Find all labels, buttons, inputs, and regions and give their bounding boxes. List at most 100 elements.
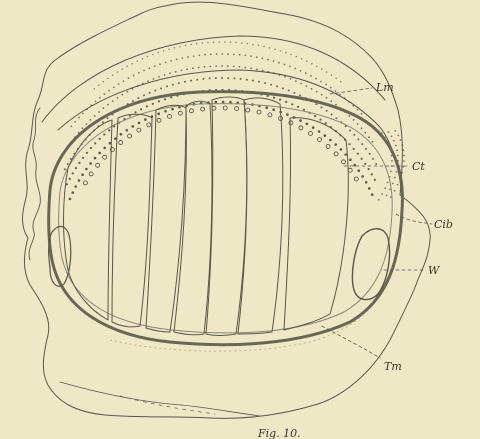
cell-dot <box>112 100 114 102</box>
cell-dot <box>170 96 172 98</box>
cell-dot <box>340 81 342 83</box>
cell-4 <box>206 97 247 336</box>
cell-dot <box>108 90 110 92</box>
cell-dot <box>361 113 363 115</box>
cell-dot <box>109 142 112 145</box>
cell-dot <box>300 70 302 72</box>
cell-dot <box>310 75 312 77</box>
cell-dot <box>324 134 327 137</box>
cell-dot <box>375 163 377 165</box>
cell-dot <box>348 101 350 103</box>
cell-dot <box>311 63 313 65</box>
cell-dot <box>181 57 183 59</box>
cell-dot <box>190 80 192 82</box>
cell-dot <box>388 131 390 133</box>
cell-dot <box>316 91 318 93</box>
cell-dot <box>325 84 327 86</box>
cell-dot <box>86 108 88 110</box>
cell-dot <box>299 119 302 122</box>
cell-dot <box>262 70 264 72</box>
cell-dot <box>71 191 74 194</box>
cell-dot <box>196 79 198 81</box>
cell-nucleus <box>334 152 338 156</box>
cell-dot <box>143 70 145 72</box>
cell-dot <box>142 58 144 60</box>
cell-dot <box>331 74 333 76</box>
cell-dot <box>286 113 289 116</box>
cell-nucleus <box>326 145 330 149</box>
cell-dot <box>276 85 278 87</box>
cell-dot <box>279 99 281 101</box>
cell-dot <box>381 193 383 195</box>
cell-dot <box>133 75 135 77</box>
cell-dot <box>126 66 128 68</box>
cell-dot <box>285 52 287 54</box>
cell-dot <box>166 85 168 87</box>
cell-dot <box>344 153 347 156</box>
cell-dot <box>369 153 371 155</box>
cell-dot <box>258 45 260 47</box>
cell-dot <box>82 113 84 115</box>
cell-dot <box>103 107 105 109</box>
cell-dot <box>113 86 115 88</box>
cell-dot <box>86 152 88 154</box>
cell-dot <box>99 138 101 140</box>
cell-dot <box>258 81 260 83</box>
cell-dot <box>325 122 327 124</box>
cell-dot <box>140 108 142 110</box>
cell-dot <box>98 84 100 86</box>
cell-dot <box>146 105 148 107</box>
cell-dot <box>222 101 225 104</box>
cell-dot <box>361 127 363 129</box>
cell-dot <box>209 66 211 68</box>
cell-dot <box>316 66 318 68</box>
cell-dot <box>202 42 204 44</box>
cell-dot <box>164 98 166 100</box>
cell-dot <box>357 123 359 125</box>
cell-dot <box>102 121 104 123</box>
cell-dot <box>137 60 139 62</box>
cell-dot <box>397 134 399 136</box>
cell-dot <box>78 117 80 119</box>
cell-dot <box>229 101 232 104</box>
cell-dot <box>365 148 367 150</box>
cell-dot <box>108 129 110 131</box>
cell-dot <box>94 157 97 160</box>
cell-dot <box>403 160 405 162</box>
cell-dot <box>306 60 308 62</box>
cell-dot <box>357 153 359 155</box>
cell-nucleus <box>289 121 293 125</box>
cell-dot <box>148 67 150 69</box>
cell-dot <box>233 54 235 56</box>
cell-dot <box>290 54 292 56</box>
cell-dot <box>361 158 363 160</box>
cell-dot <box>117 71 119 73</box>
oval-body-inner <box>59 104 393 333</box>
cell-dot <box>378 199 380 201</box>
cell-dot <box>90 147 92 149</box>
cell-dot <box>90 104 92 106</box>
cell-dot <box>123 80 125 82</box>
cell-dot <box>157 113 160 116</box>
cell-dot <box>187 56 189 58</box>
cell-dot <box>174 47 176 49</box>
cell-dot <box>164 110 167 113</box>
cell-dot <box>209 77 211 79</box>
cell-dot <box>132 88 134 90</box>
cell-dot <box>78 179 81 182</box>
cell-dot <box>239 66 241 68</box>
cell-dot <box>152 103 154 105</box>
oval-body-rim <box>49 92 403 345</box>
cell-dot <box>103 147 106 150</box>
cell-dot <box>98 111 100 113</box>
cell-dot <box>216 53 218 55</box>
cell-nucleus <box>257 110 261 114</box>
cell-dot <box>250 55 252 57</box>
cell-dot <box>175 71 177 73</box>
leader-lines <box>322 88 432 358</box>
cell-dot <box>107 104 109 106</box>
cell-dot <box>384 187 386 189</box>
cell-dot <box>95 101 97 103</box>
cell-dot <box>334 143 337 146</box>
cell-dot <box>204 54 206 56</box>
